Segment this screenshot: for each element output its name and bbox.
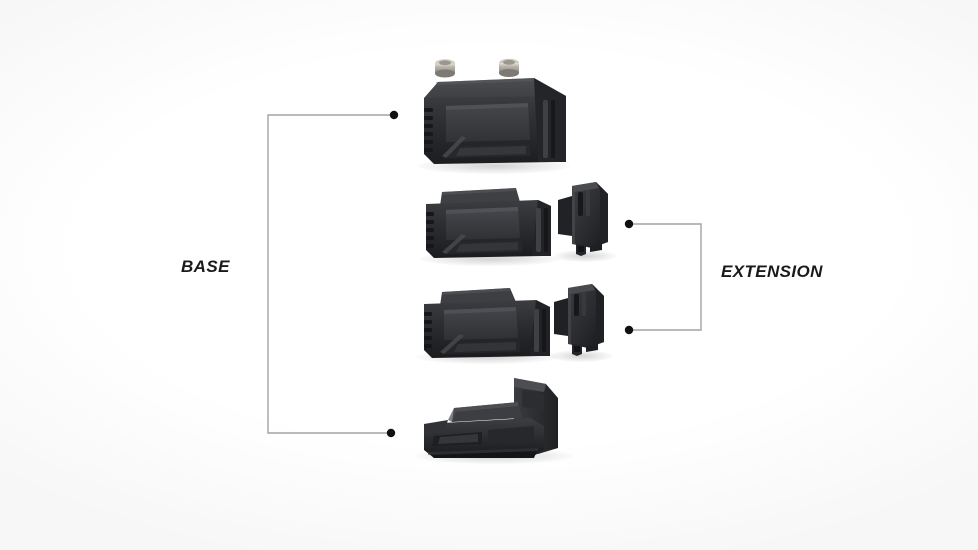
part-base-middle-upper bbox=[420, 176, 562, 262]
callout-label-extension: EXTENSION bbox=[721, 262, 823, 281]
base-leader-path bbox=[267, 114, 394, 434]
mount-screw bbox=[499, 58, 519, 77]
callout-label-base: BASE bbox=[181, 257, 230, 276]
mount-screw bbox=[435, 59, 455, 78]
part-extension-upper bbox=[556, 178, 620, 260]
part-extension-lower bbox=[552, 278, 616, 360]
part-base-middle-lower bbox=[416, 278, 560, 362]
part-base-top-assembly bbox=[416, 56, 576, 172]
part-base-bottom bbox=[418, 374, 574, 462]
base-leader-dot-bottom bbox=[386, 428, 396, 438]
extension-leader-dot-bottom bbox=[624, 325, 634, 335]
base-leader-dot-top bbox=[389, 110, 399, 120]
extension-leader-dot-top bbox=[624, 219, 634, 229]
extension-leader-path bbox=[629, 223, 702, 331]
